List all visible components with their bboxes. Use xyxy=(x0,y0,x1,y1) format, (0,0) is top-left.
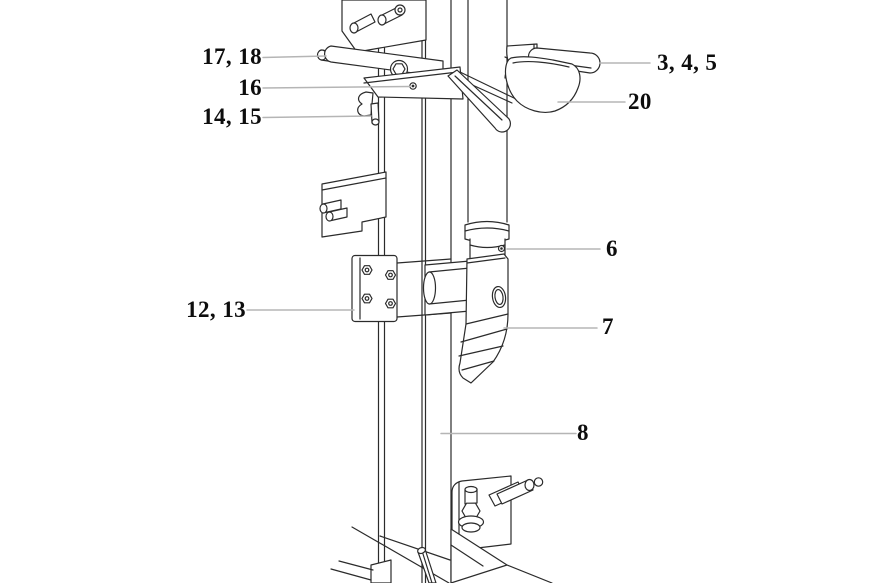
base-bracket xyxy=(351,475,553,583)
leader-line-17-18 xyxy=(262,55,327,59)
part-label-7: 7 xyxy=(602,314,614,339)
roller-bracket xyxy=(341,0,427,53)
base-foot xyxy=(330,559,392,583)
part-label-12-13: 12, 13 xyxy=(186,297,246,322)
splitting-wedge xyxy=(458,253,509,384)
part-label-6: 6 xyxy=(606,236,618,261)
latch-hook xyxy=(357,91,380,126)
pivot-plate xyxy=(363,66,464,100)
part-label-17-18: 17, 18 xyxy=(202,44,262,69)
part-label-20: 20 xyxy=(628,89,652,114)
leader-lines xyxy=(246,55,651,435)
part-label-8: 8 xyxy=(577,420,589,445)
clamp-bracket-bolts xyxy=(361,265,397,309)
part-label-16: 16 xyxy=(238,75,262,100)
leader-line-16 xyxy=(262,85,411,89)
leader-line-14-15 xyxy=(262,115,372,119)
part-label-14-15: 14, 15 xyxy=(202,104,262,129)
handle-guard xyxy=(504,56,581,113)
lever-arm xyxy=(447,69,517,133)
support-bracket xyxy=(319,171,387,238)
release-rod xyxy=(417,546,437,583)
base-bolt xyxy=(457,485,485,533)
part-label-3-4-5: 3, 4, 5 xyxy=(657,50,718,75)
wedge-cross-pin xyxy=(422,267,471,305)
